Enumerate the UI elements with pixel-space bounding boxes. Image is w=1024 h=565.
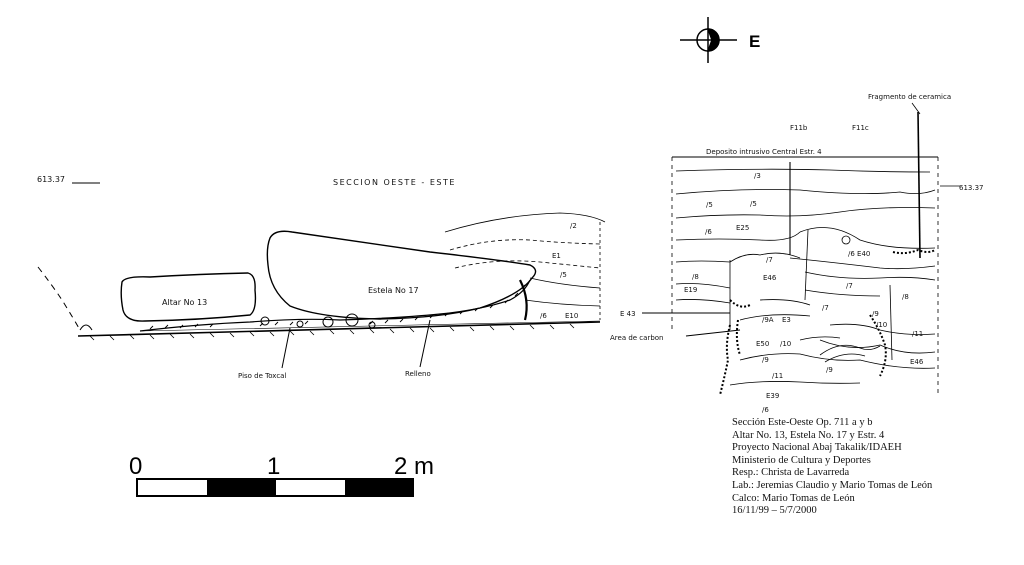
layer-label: /6 (705, 228, 712, 236)
scale-label-0: 0 (129, 453, 142, 480)
layer-label: /9 (826, 366, 833, 374)
layer-label: /9 (872, 310, 879, 318)
layer-label: E25 (736, 224, 749, 232)
layer-label: /6 E40 (848, 250, 870, 258)
edge-dashed-line (37, 266, 81, 331)
layer-label: /11 (772, 372, 783, 380)
altar-label: Altar No 13 (162, 298, 207, 307)
profile-layers (671, 111, 960, 395)
relleno-leader (419, 319, 431, 368)
caption-line: Resp.: Christa de Lavarreda (732, 467, 850, 479)
layer-label: E19 (684, 286, 697, 294)
scale-bar (136, 478, 414, 497)
compass-direction-label: E (749, 32, 760, 51)
layer-label: /8 (902, 293, 909, 301)
layer-label: /3 (754, 172, 761, 180)
small-stone (79, 324, 93, 331)
caption-line: Ministerio de Cultura y Deportes (732, 454, 871, 466)
f11c-label: F11c (852, 124, 869, 132)
layer-label: /11 (912, 330, 923, 338)
layer-label: E50 (756, 340, 769, 348)
layer-label: E46 (763, 274, 777, 282)
f11b-label: F11b (790, 124, 808, 132)
layer-label: /2 (570, 222, 577, 230)
scale-label-1: 1 (267, 453, 280, 480)
caption-line: 16/11/99 – 5/7/2000 (732, 505, 817, 517)
caption-line: Lab.: Jeremias Claudio y Mario Tomas de … (732, 479, 933, 491)
layer-label: /7 (846, 282, 853, 290)
layer-label: E3 (782, 316, 791, 324)
piso-leader (281, 327, 291, 369)
elevation-left: 613.37 (37, 175, 65, 184)
caption-block: Sección Este-Oeste Op. 711 a y b Altar N… (732, 417, 1012, 518)
layer-label: /6 (540, 312, 547, 320)
altar-outline (120, 272, 257, 322)
ground-line (77, 321, 601, 341)
stela-outline (266, 230, 537, 320)
profile-stone (841, 235, 851, 245)
profile-hatching (719, 248, 936, 396)
section-title: SECCION OESTE - ESTE (333, 178, 456, 187)
relleno-label: Relleno (405, 370, 431, 378)
layer-label: /5 (706, 201, 713, 209)
scale-label-2m: 2 m (394, 453, 434, 480)
elevation-right: 613.37 (959, 184, 984, 192)
area-carbon-label: Area de carbon (610, 334, 664, 342)
layer-label: /10 (876, 321, 887, 329)
layer-label: /7 (822, 304, 829, 312)
layer-label: E46 (910, 358, 924, 366)
layer-label: E39 (766, 392, 779, 400)
stela-label: Estela No 17 (368, 286, 419, 295)
layer-label: /10 (780, 340, 791, 348)
layer-label: /5 (750, 200, 757, 208)
layer-label: /9 (762, 356, 769, 364)
e43-label: E 43 (620, 310, 636, 318)
caption-line: Sección Este-Oeste Op. 711 a y b (732, 417, 873, 428)
area-carbon-leader (685, 329, 741, 337)
layer-label: /7 (766, 256, 773, 264)
left-section-layers (444, 212, 606, 321)
deposito-label: Deposito intrusivo Central Estr. 4 (706, 148, 822, 156)
caption-line: Altar No. 13, Estela No. 17 y Estr. 4 (732, 429, 885, 441)
layer-label: /6 (762, 406, 769, 414)
layer-label: /8 (692, 273, 699, 281)
layer-label: E1 (552, 252, 561, 260)
layer-label: E10 (565, 312, 578, 320)
caption-line: Calco: Mario Tomas de León (732, 492, 855, 504)
layer-label: /5 (560, 271, 567, 279)
piso-label: Piso de Toxcal (238, 372, 286, 380)
compass-icon (680, 17, 737, 63)
fragmento-label: Fragmento de ceramica (868, 93, 951, 101)
caption-line: Proyecto Nacional Abaj Takalik/IDAEH (732, 442, 902, 454)
layer-label: /9A (762, 316, 774, 324)
